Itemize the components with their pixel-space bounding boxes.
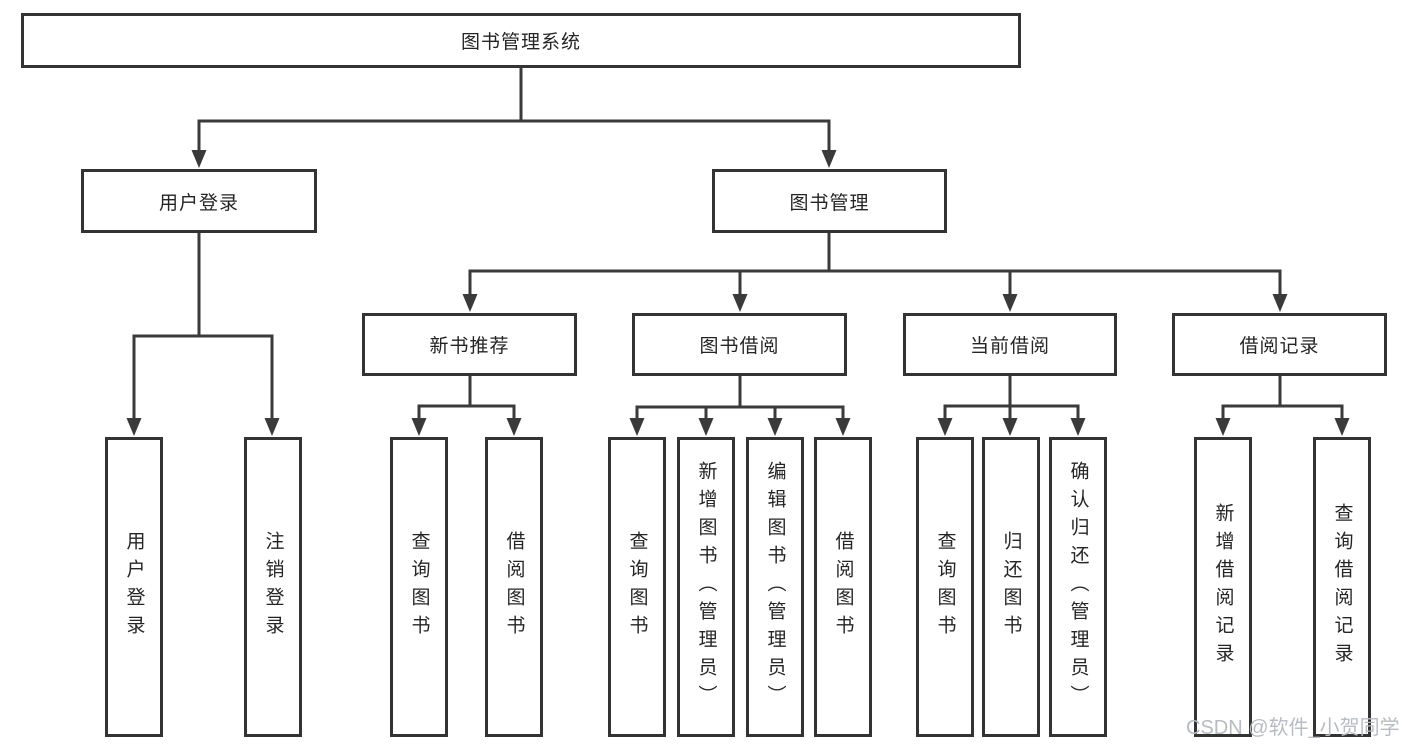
node-library-system: 图书管理系统 (21, 13, 1021, 68)
node-user-login-group: 用户登录 (81, 169, 317, 233)
leaf-recommend-borrow-books: 借阅图书 (485, 437, 543, 737)
leaf-records-add-record: 新增借阅记录 (1194, 437, 1252, 737)
leaf-current-confirm-return: 确认归还（管理员） (1049, 437, 1107, 737)
leaf-user-login-label: 用户登录 (123, 531, 145, 643)
leaf-recommend-query-books: 查询图书 (390, 437, 448, 737)
leaf-current-query-books-label: 查询图书 (934, 531, 956, 643)
node-library-system-label: 图书管理系统 (460, 32, 581, 53)
leaf-borrow-query-books-label: 查询图书 (626, 531, 648, 643)
node-book-management: 图书管理 (712, 169, 947, 233)
leaf-records-add-record-label: 新增借阅记录 (1212, 503, 1234, 671)
leaf-records-query-record-label: 查询借阅记录 (1331, 503, 1353, 671)
leaf-current-return-books-label: 归还图书 (1000, 531, 1022, 643)
node-borrow-records-label: 借阅记录 (1239, 336, 1320, 357)
leaf-borrow-query-books: 查询图书 (608, 437, 666, 737)
leaf-current-return-books: 归还图书 (982, 437, 1040, 737)
leaf-borrow-edit-books-label: 编辑图书（管理员） (764, 461, 786, 713)
leaf-user-login: 用户登录 (105, 437, 163, 737)
node-book-management-label: 图书管理 (789, 192, 870, 214)
node-book-borrow: 图书借阅 (632, 313, 847, 376)
leaf-borrow-edit-books: 编辑图书（管理员） (746, 437, 804, 737)
node-current-borrow-label: 当前借阅 (969, 336, 1050, 357)
csdn-watermark: CSDN @软件_小贺同学 (1186, 717, 1400, 739)
leaf-borrow-add-books-label: 新增图书（管理员） (695, 461, 717, 713)
leaf-current-confirm-return-label: 确认归还（管理员） (1067, 461, 1089, 713)
leaf-recommend-query-books-label: 查询图书 (408, 531, 430, 643)
node-new-book-recommend-label: 新书推荐 (429, 336, 510, 357)
node-user-login-group-label: 用户登录 (158, 192, 239, 214)
leaf-logout-login: 注销登录 (244, 437, 302, 737)
leaf-borrow-borrow-books: 借阅图书 (814, 437, 872, 737)
leaf-current-query-books: 查询图书 (916, 437, 974, 737)
node-new-book-recommend: 新书推荐 (362, 313, 577, 376)
leaf-borrow-add-books: 新增图书（管理员） (677, 437, 735, 737)
leaf-recommend-borrow-books-label: 借阅图书 (503, 531, 525, 643)
leaf-borrow-borrow-books-label: 借阅图书 (832, 531, 854, 643)
leaf-logout-login-label: 注销登录 (262, 531, 284, 643)
node-current-borrow: 当前借阅 (903, 313, 1117, 376)
leaf-records-query-record: 查询借阅记录 (1313, 437, 1371, 737)
node-book-borrow-label: 图书借阅 (699, 336, 780, 357)
node-borrow-records: 借阅记录 (1172, 313, 1387, 376)
